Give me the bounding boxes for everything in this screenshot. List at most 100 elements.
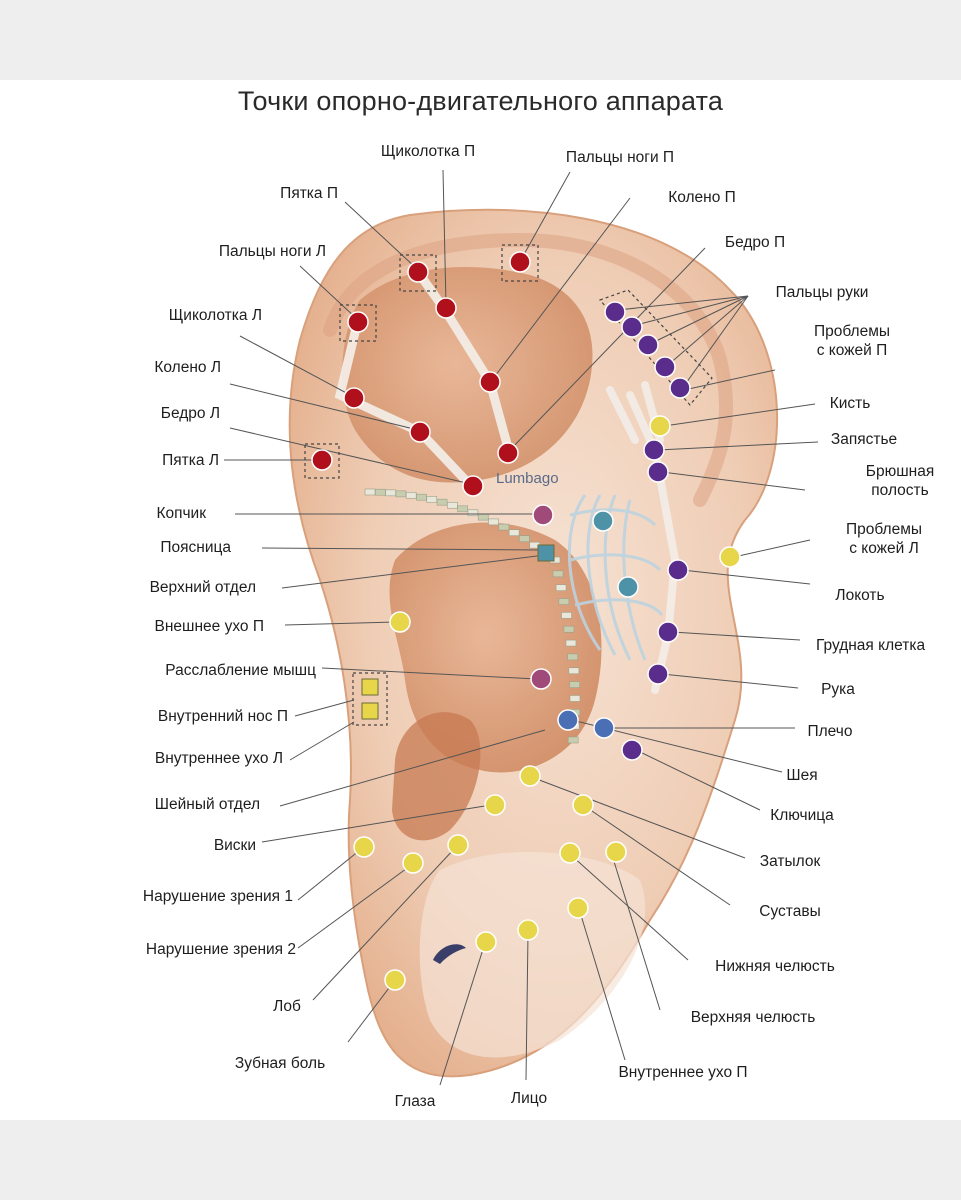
ear-canal <box>392 712 481 841</box>
vertebra <box>563 625 575 633</box>
leader-bedro-l <box>229 427 472 485</box>
diagram-title: Точки опорно-двигательного аппарата <box>237 86 724 116</box>
teal-point-1 <box>592 510 614 532</box>
label-kopchik: Копчик <box>156 505 206 522</box>
plecho-point <box>593 717 615 739</box>
narushenie-1-point <box>353 836 375 858</box>
teal-point-2 <box>617 576 639 598</box>
label-paltsy-nogi-p: Пальцы ноги П <box>565 149 675 166</box>
label-problemy-kozhey-l: Проблемы с кожей Л <box>845 521 923 557</box>
marker-frames <box>304 244 713 726</box>
spine-skeleton <box>364 488 581 744</box>
label-narushenie-1: Нарушение зрения 1 <box>142 888 293 905</box>
viski-point <box>484 794 506 816</box>
label-sustavy: Суставы <box>759 903 821 920</box>
leader-paltsy-ruki-4 <box>667 295 749 366</box>
label-lokot: Локоть <box>835 587 885 604</box>
leader-grudnaya <box>671 631 801 641</box>
label-pyatka-l: Пятка Л <box>162 452 219 469</box>
vertebra <box>467 509 479 517</box>
problemy-l-point <box>719 546 741 568</box>
helix-fold <box>323 232 734 507</box>
label-klyuchitsa: Ключица <box>770 807 834 824</box>
frame-nos <box>352 672 388 726</box>
finger-point-4 <box>654 356 676 378</box>
leader-narushenie-1 <box>297 849 361 901</box>
leader-lob <box>312 847 456 1001</box>
lower-concha <box>389 522 602 773</box>
label-pyatka-p: Пятка П <box>280 185 338 202</box>
vertebra <box>508 529 520 536</box>
kopchik-point <box>532 504 554 526</box>
rib-cage <box>567 494 664 661</box>
vnutrennee-ukho-p-point <box>567 897 589 919</box>
glaza-point <box>475 931 497 953</box>
litso-point <box>517 919 539 941</box>
eye-icon <box>433 944 466 964</box>
nizhnyaya-point <box>559 842 581 864</box>
label-paltsy-ruki: Пальцы руки <box>775 284 869 301</box>
zatylok-point <box>519 765 541 787</box>
ruka-point <box>647 663 669 685</box>
leader-vnutrennee-ukho-p <box>579 911 626 1061</box>
frame-paltsy-nogi-p <box>501 244 539 282</box>
lob-point <box>447 834 469 856</box>
vertebra <box>498 523 510 531</box>
leader-sheyniy <box>279 729 546 807</box>
frame-paltsy-nogi-l <box>339 304 377 342</box>
finger-point-2 <box>621 316 643 338</box>
point-markers <box>311 251 741 991</box>
leader-shchikolotka-p <box>442 169 447 306</box>
bedro-l-point <box>462 475 484 497</box>
finger-point-5 <box>669 377 691 399</box>
vertebra <box>569 695 581 702</box>
leader-viski <box>261 804 492 843</box>
grudnaya-point <box>657 621 679 643</box>
label-koleno-l: Колено Л <box>154 359 221 376</box>
leader-paltsy-nogi-l <box>299 265 357 319</box>
vertebra <box>558 598 570 605</box>
leader-vnutrennee-ukho-l <box>289 721 355 761</box>
label-koleno-p: Колено П <box>668 189 736 206</box>
shchikolotka-l-point <box>343 387 365 409</box>
leader-problemy-p <box>683 369 776 391</box>
vnutrenniy-nos-point-1 <box>361 678 379 696</box>
vertebra <box>364 488 376 496</box>
lobe <box>419 851 646 1058</box>
leader-litso <box>525 933 529 1081</box>
zubnaya-point <box>384 969 406 991</box>
leader-sustavy <box>585 806 731 906</box>
pyatka-l-point <box>311 449 333 471</box>
rasslablenie-point <box>530 668 552 690</box>
koleno-l-point <box>409 421 431 443</box>
label-rasslablenie: Расслабление мышц <box>165 662 316 679</box>
leader-paltsy-ruki-5 <box>683 295 749 387</box>
pyatka-p-point <box>407 261 429 283</box>
leader-zapyastye <box>657 441 819 451</box>
leader-klyuchitsa <box>635 749 761 811</box>
label-litso: Лицо <box>510 1090 548 1107</box>
verkhnyaya-point <box>605 841 627 863</box>
leader-koleno-l <box>229 383 419 431</box>
leader-kist <box>663 403 816 427</box>
label-problemy-kozhey-p: Проблемы с кожей П <box>813 323 891 359</box>
klyuchitsa-point <box>621 739 643 761</box>
sustavy-point <box>572 794 594 816</box>
label-paltsy-nogi-l: Пальцы ноги Л <box>218 243 326 260</box>
bedro-p-point <box>497 442 519 464</box>
vertebra <box>519 535 530 543</box>
vertebra <box>405 492 417 499</box>
label-plecho: Плечо <box>807 723 853 740</box>
leader-paltsy-nogi-p <box>521 171 571 259</box>
vertebra <box>477 513 489 521</box>
paltsy-nogi-l-point <box>347 311 369 333</box>
leader-problemy-l <box>733 539 811 558</box>
label-zubnaya-bol: Зубная боль <box>234 1055 326 1072</box>
vertebra <box>555 584 567 591</box>
leader-vnutrenniy-nos <box>294 699 355 717</box>
paltsy-nogi-p-point <box>509 251 531 273</box>
vertebra <box>568 667 580 675</box>
leader-verkhnyaya <box>611 854 661 1011</box>
label-vneshnee-ukho-p: Внешнее ухо П <box>154 618 264 635</box>
